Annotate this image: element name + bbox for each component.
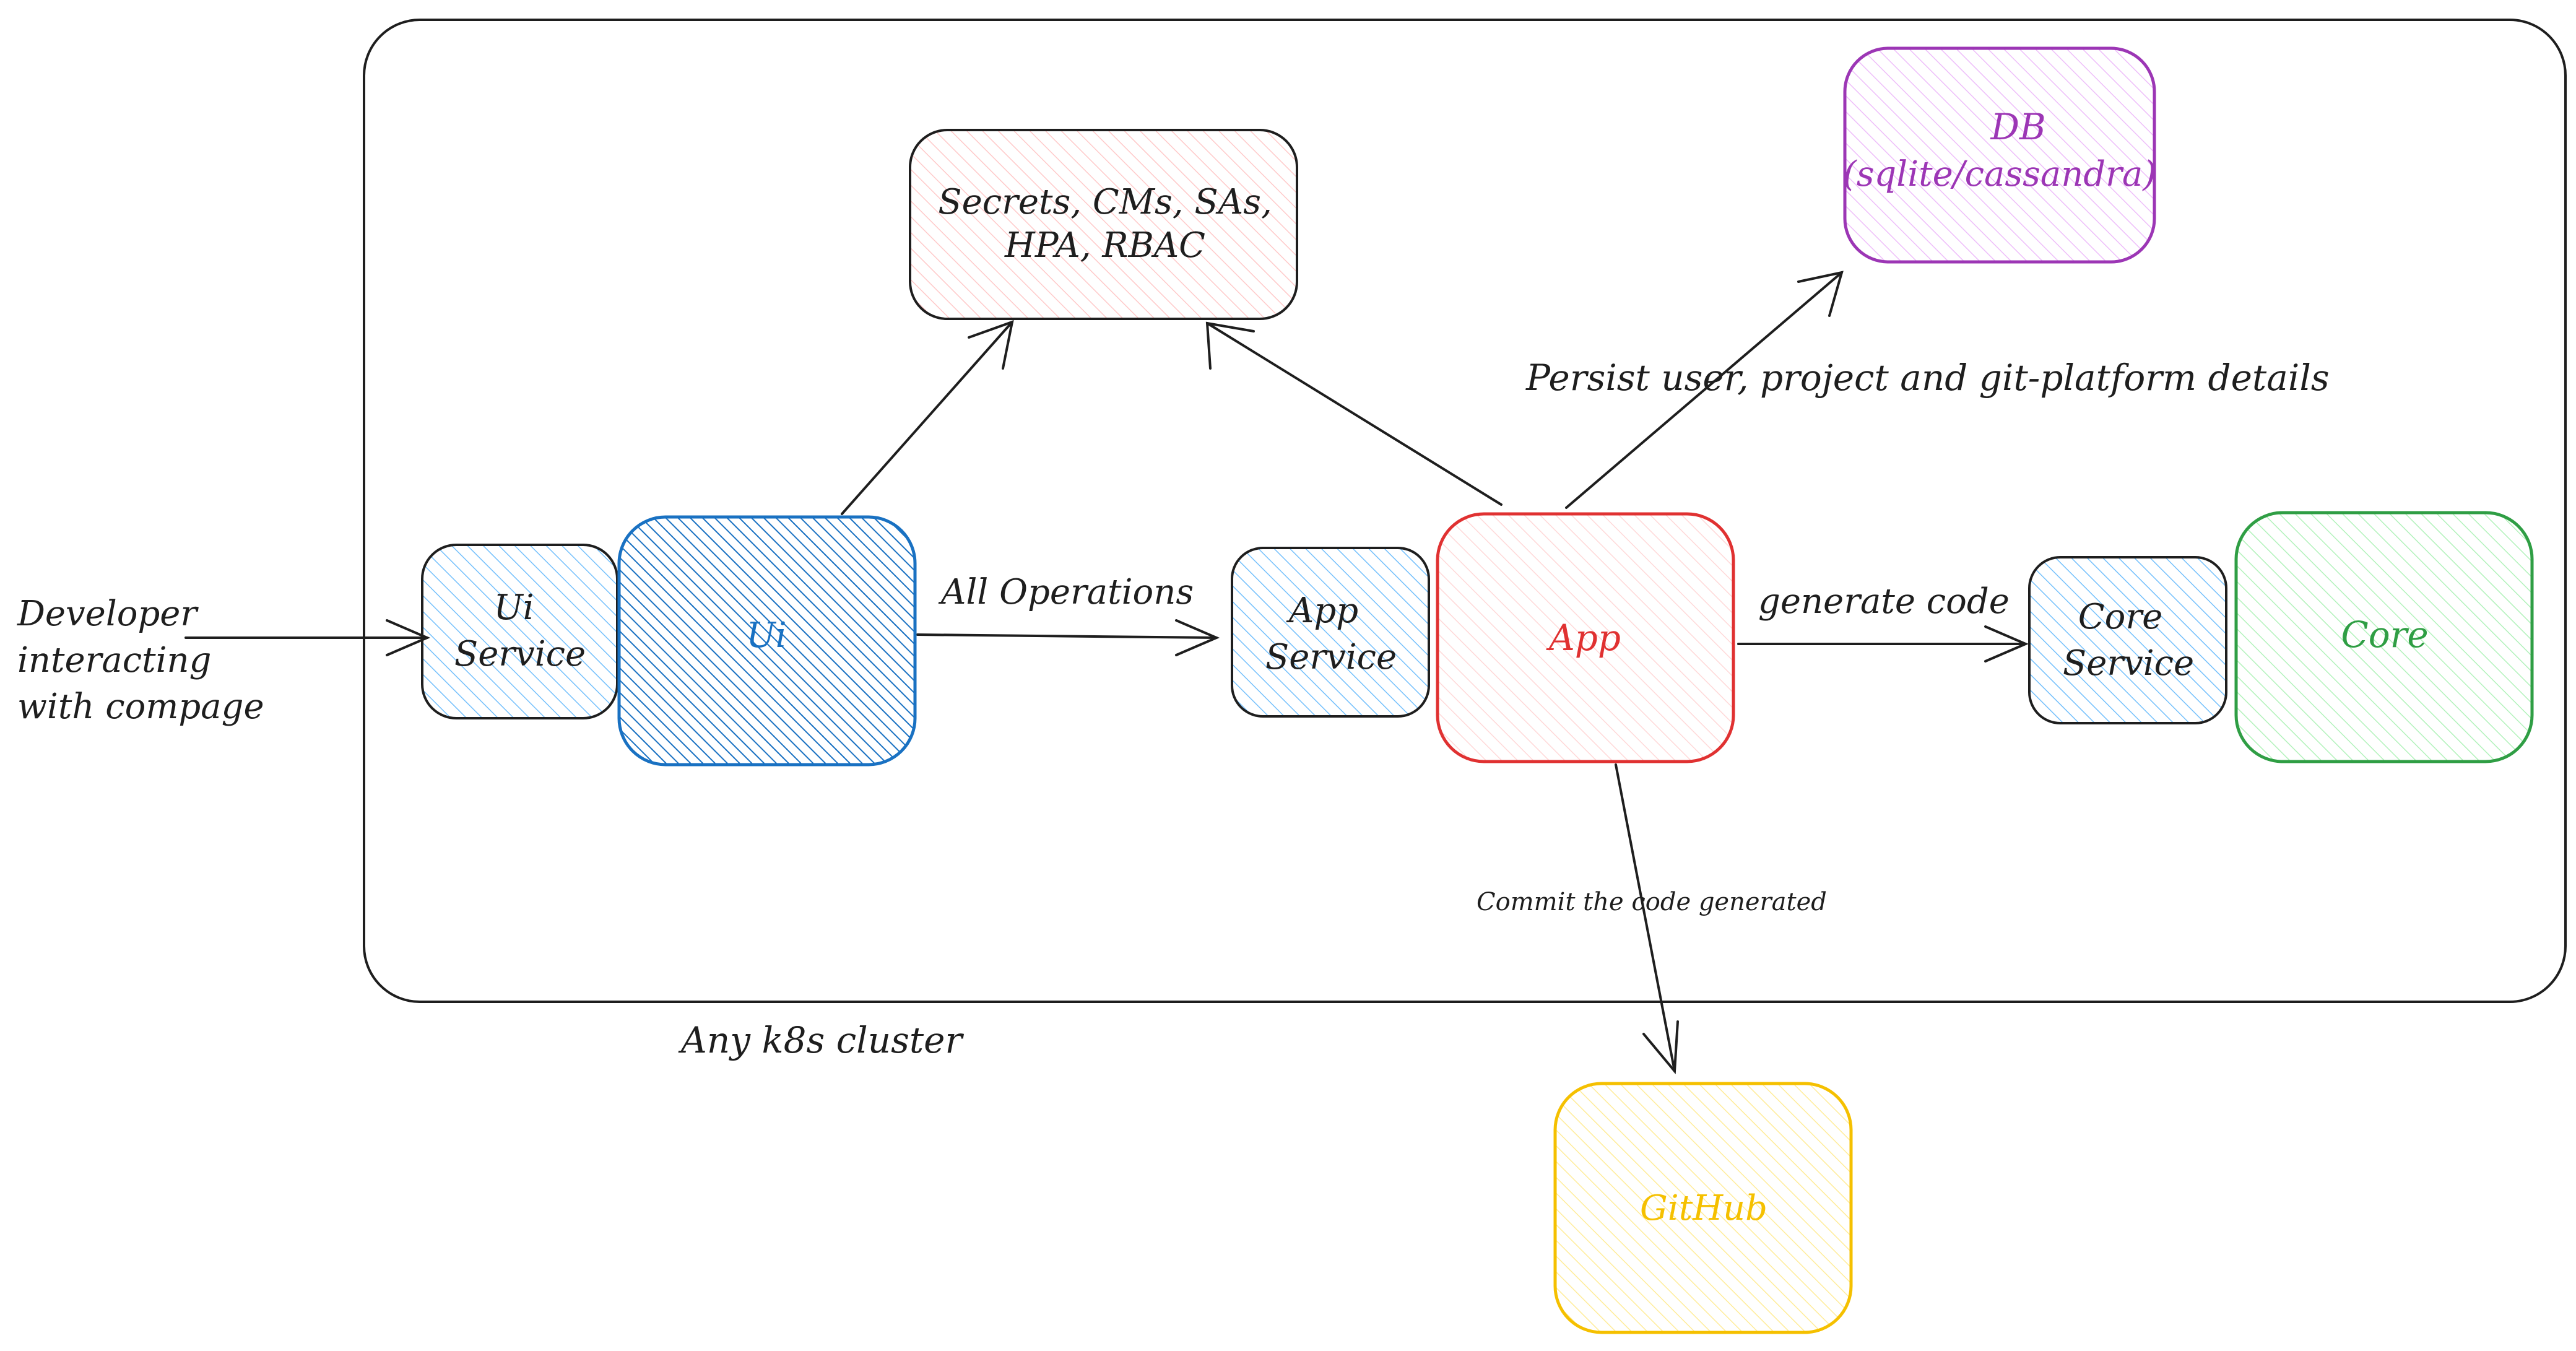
developer-line-2: interacting (17, 640, 211, 680)
edges (184, 271, 2029, 1075)
app-service-line-2: Service (1265, 637, 1397, 677)
edge-label-persist: Persist user, project and git-platform d… (1525, 357, 2330, 399)
ui-label: Ui (746, 615, 786, 656)
ui-service-line-1: Ui (493, 588, 534, 628)
edge-label-generate-code: generate code (1758, 581, 2010, 622)
ui-service-line-2: Service (454, 634, 586, 674)
node-app-service: App Service (1231, 547, 1430, 718)
secrets-line-1: Secrets, CMs, SAs, (938, 182, 1272, 222)
developer-label: Developer interacting with compage (17, 594, 264, 727)
db-line-1: DB (1990, 106, 2045, 148)
node-secrets: Secrets, CMs, SAs, HPA, RBAC (909, 129, 1298, 320)
edge-label-all-operations: All Operations (938, 572, 1194, 612)
node-github: GitHub (1553, 1082, 1853, 1334)
arrow-app-to-github (1615, 763, 1679, 1075)
github-label: GitHub (1640, 1188, 1767, 1228)
arrow-app-to-db (1565, 271, 1844, 509)
node-core: Core (2234, 511, 2534, 763)
node-db: DB (sqlite/cassandra) (1843, 46, 2156, 264)
arrow-app-to-core-service (1737, 625, 2029, 662)
core-service-line-2: Service (2063, 643, 2194, 684)
core-label: Core (2341, 614, 2428, 656)
app-label: App (1546, 617, 1621, 659)
cluster-label: Any k8s cluster (678, 1019, 964, 1061)
developer-line-3: with compage (17, 687, 264, 727)
app-service-line-1: App (1286, 591, 1358, 631)
developer-line-1: Developer (17, 594, 199, 634)
arrow-ui-to-secrets (841, 319, 1014, 515)
node-core-service: Core Service (2028, 556, 2227, 724)
node-ui-service: Ui Service (421, 544, 618, 719)
core-service-line-1: Core (2078, 597, 2162, 637)
node-ui: Ui (617, 515, 917, 767)
cluster-boundary (363, 19, 2567, 1003)
edge-label-commit: Commit the code generated (1477, 888, 1827, 916)
arrow-developer-to-ui-service (184, 619, 431, 656)
arrow-app-to-secrets (1205, 321, 1503, 506)
arrow-ui-to-app-service (916, 619, 1220, 656)
secrets-line-2: HPA, RBAC (1004, 225, 1205, 266)
node-app: App (1436, 512, 1735, 763)
db-line-2: (sqlite/cassandra) (1843, 154, 2156, 194)
